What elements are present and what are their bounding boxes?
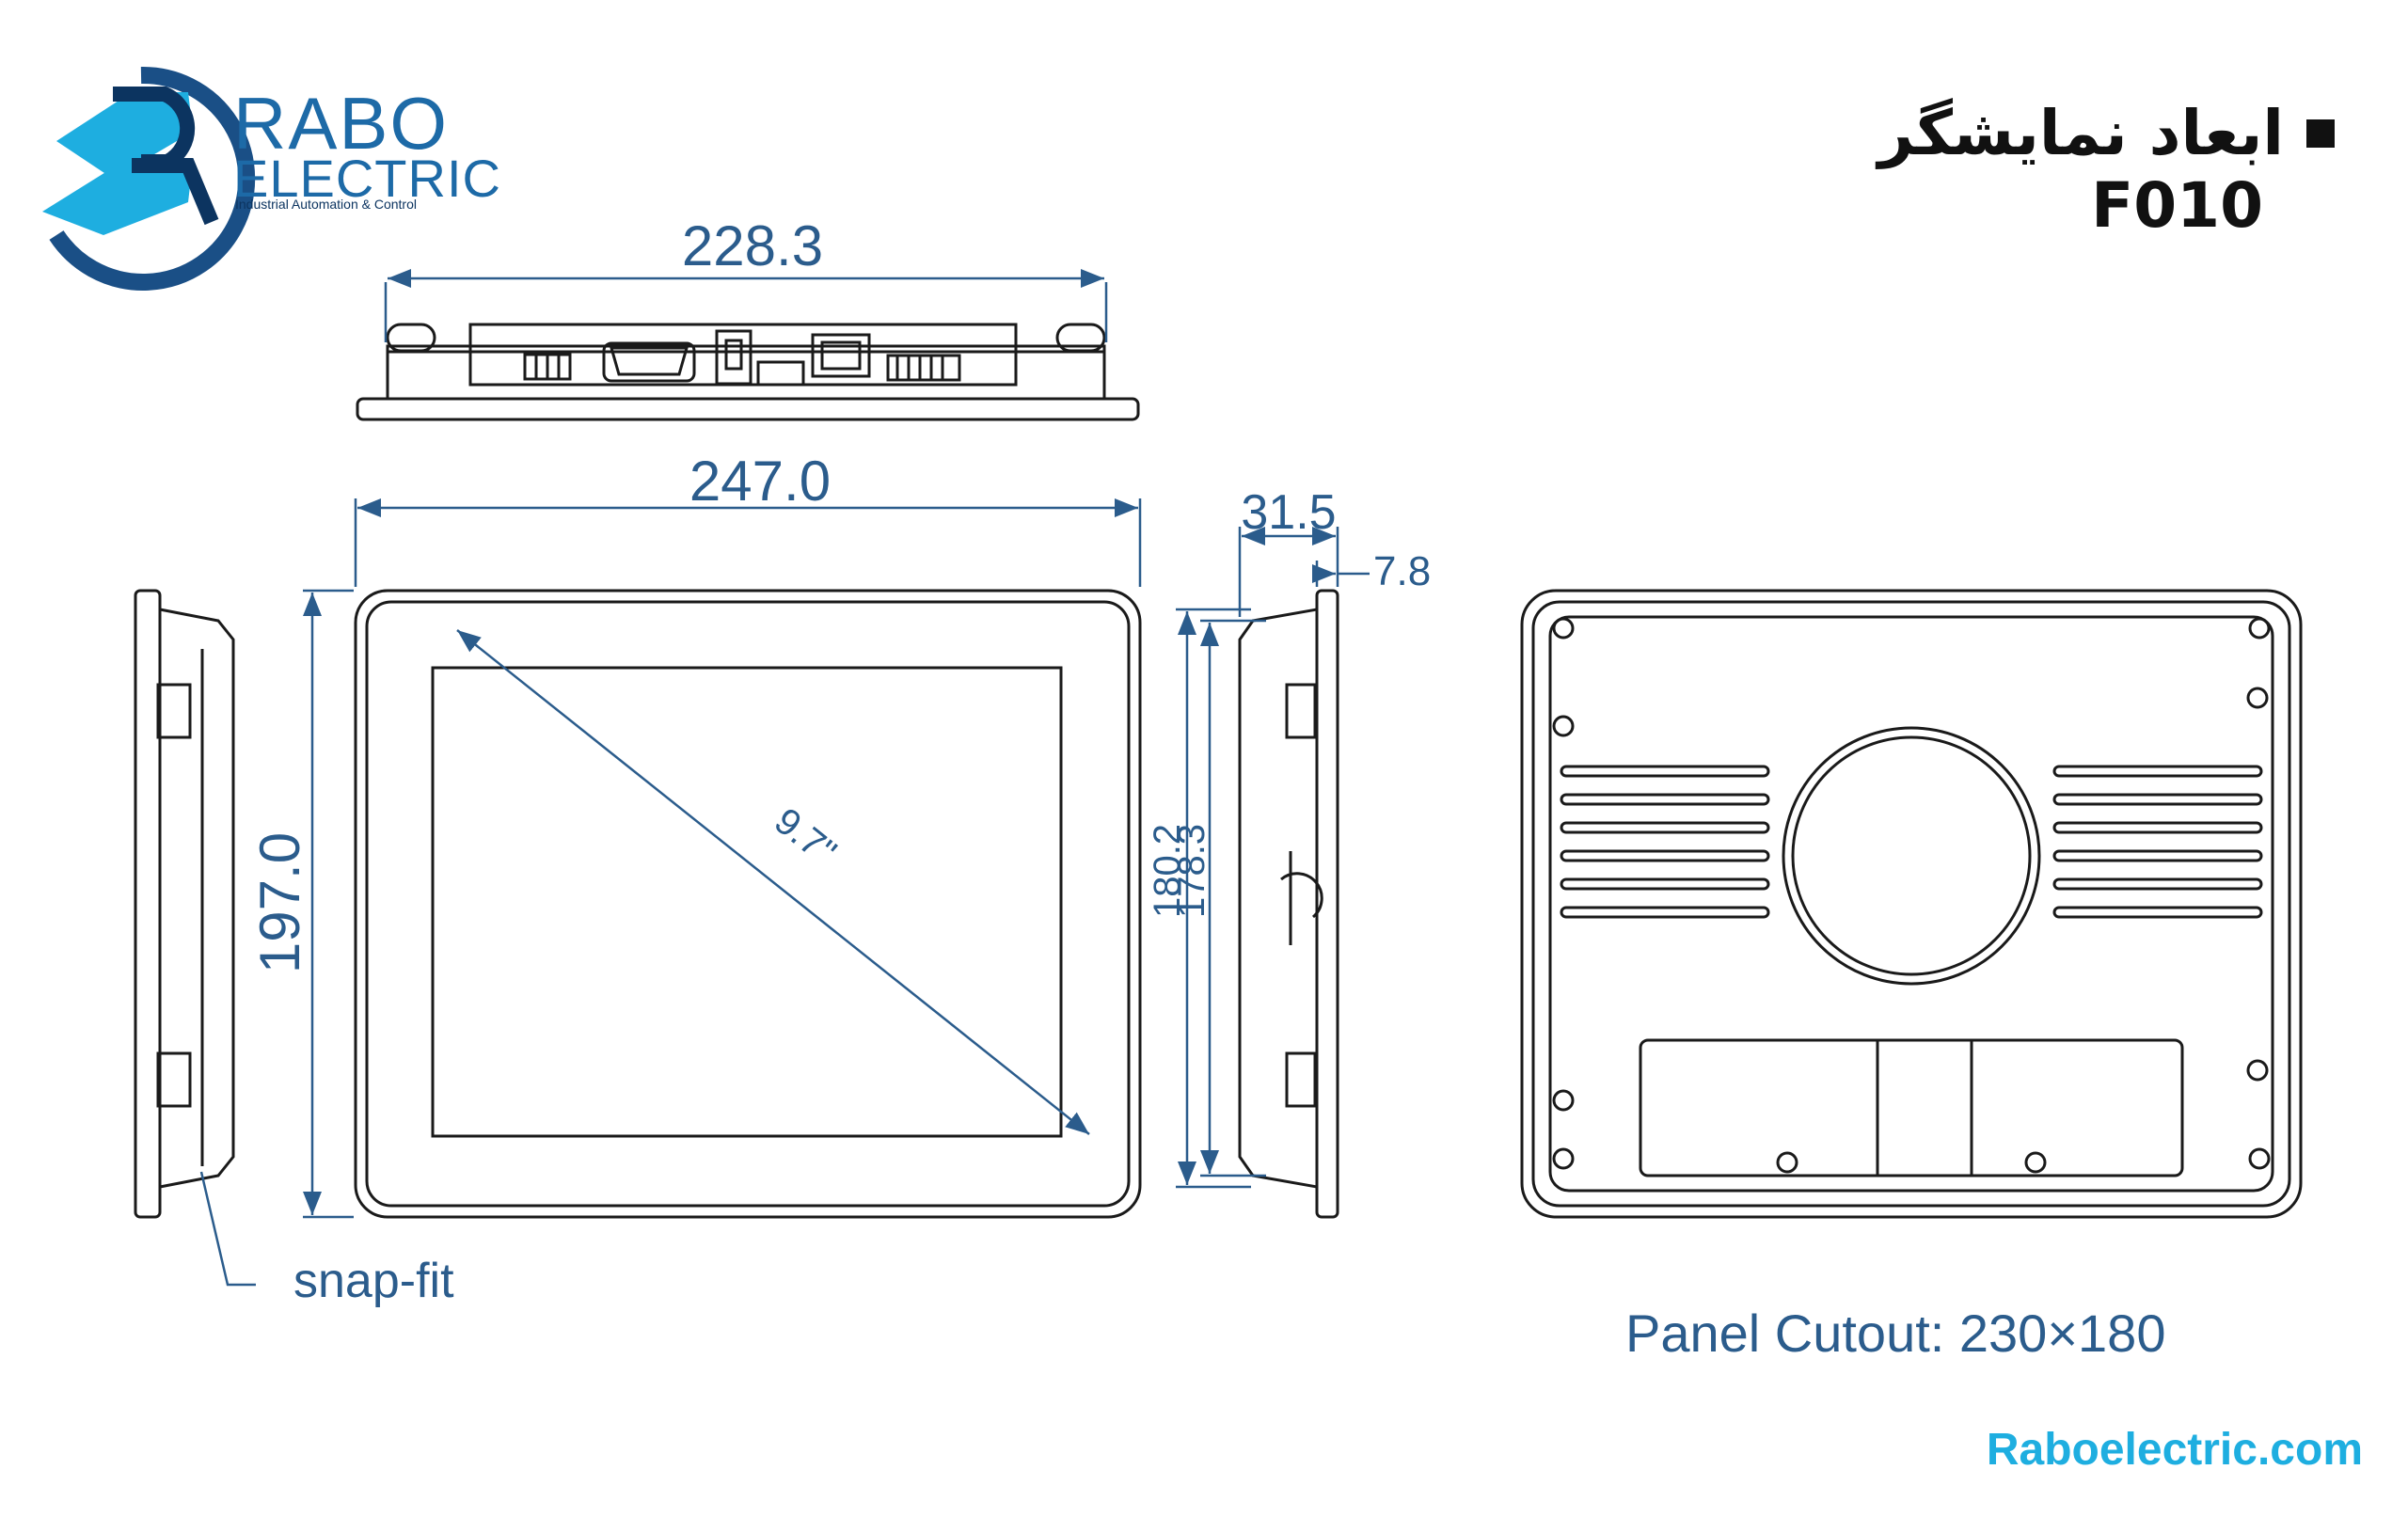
vent-slots-left bbox=[1560, 765, 1770, 919]
title-row: ابعاد نمایشگر bbox=[1877, 97, 2335, 169]
dim-side-height-inner: 178.3 bbox=[1171, 824, 1212, 918]
db9-port-icon bbox=[610, 346, 689, 376]
dim-diagonal: 9.7" bbox=[767, 800, 844, 874]
snap-fit-label: snap-fit bbox=[293, 1254, 454, 1308]
page-title: ابعاد نمایشگر bbox=[1877, 97, 2284, 169]
title-block: ابعاد نمایشگر F010 bbox=[1877, 97, 2335, 243]
back-connector-box bbox=[1639, 1038, 2184, 1177]
dimension-labels: 228.3 247.0 31.5 7.8 197.0 180.2 178.3 9… bbox=[248, 214, 1431, 973]
vent-slots-right bbox=[2052, 765, 2263, 919]
brand-logo-icon bbox=[42, 66, 256, 291]
dim-bezel: 7.8 bbox=[1373, 548, 1431, 594]
left-side-view bbox=[134, 589, 235, 1219]
usb-port-icon bbox=[715, 329, 752, 386]
back-view bbox=[1520, 589, 2303, 1219]
screw-icons bbox=[1552, 617, 2271, 1174]
website-link[interactable]: Raboelectric.com bbox=[1986, 1425, 2363, 1475]
model-number: F010 bbox=[2091, 168, 2263, 242]
dip-switch-icon bbox=[886, 354, 961, 382]
logo-wordmark-electric: ELECTRIC bbox=[233, 149, 501, 208]
front-view bbox=[354, 589, 1142, 1219]
dim-front-width: 247.0 bbox=[689, 450, 831, 513]
right-side-view bbox=[1238, 589, 1339, 1219]
dim-side-height-outer: 180.2 bbox=[1147, 824, 1188, 918]
logo-wordmark-rabo: RABO bbox=[233, 82, 450, 165]
mini-usb-port-icon bbox=[756, 360, 805, 387]
sd-card-slot-icon bbox=[1280, 851, 1323, 945]
panel-cutout-label: Panel Cutout: 230×180 bbox=[1625, 1304, 2166, 1363]
bullet-square-icon bbox=[2306, 119, 2335, 149]
ethernet-port-icon bbox=[811, 333, 871, 378]
dim-front-height: 197.0 bbox=[248, 832, 311, 973]
dim-depth: 31.5 bbox=[1241, 485, 1336, 540]
dim-top-width: 228.3 bbox=[682, 214, 823, 277]
back-cover-circle bbox=[1782, 726, 2041, 986]
logo-tagline: Industrial Automation & Control bbox=[235, 197, 417, 212]
dimension-lines bbox=[199, 269, 1370, 1287]
top-view bbox=[356, 323, 1140, 421]
